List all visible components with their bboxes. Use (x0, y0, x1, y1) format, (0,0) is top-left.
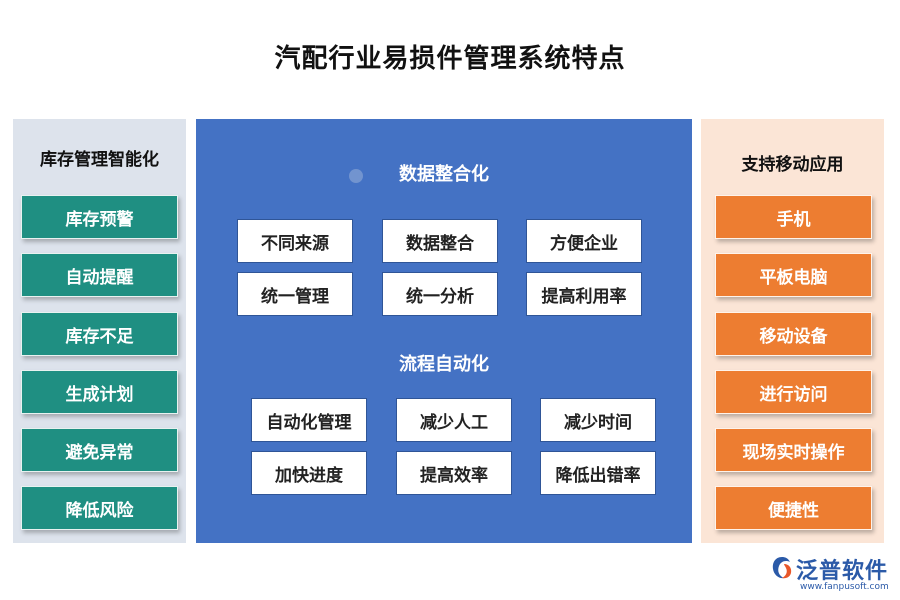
fanpu-logo-icon (772, 557, 792, 579)
right-panel-title: 支持移动应用 (741, 155, 844, 175)
right-item: 进行访问 (715, 370, 872, 414)
left-item: 降低风险 (21, 486, 178, 530)
data-item: 方便企业 (526, 219, 642, 263)
brand-logo: 泛普软件 www.fanpusoft.com (770, 553, 895, 597)
process-item: 减少人工 (396, 398, 512, 442)
data-item: 数据整合 (382, 219, 498, 263)
right-item: 平板电脑 (715, 253, 872, 297)
data-item: 不同来源 (237, 219, 353, 263)
section-title-data: 数据整合化 (399, 164, 489, 185)
left-panel-title: 库存管理智能化 (40, 150, 159, 170)
middle-panel: 数据整合化 不同来源 数据整合 方便企业 统一管理 统一分析 提高利用率 流程自… (196, 119, 692, 543)
process-item: 加快进度 (251, 451, 367, 495)
process-item: 提高效率 (396, 451, 512, 495)
left-item: 库存预警 (21, 195, 178, 239)
right-item: 现场实时操作 (715, 428, 872, 472)
right-item: 移动设备 (715, 312, 872, 356)
left-item: 避免异常 (21, 428, 178, 472)
left-item: 自动提醒 (21, 253, 178, 297)
left-item: 生成计划 (21, 370, 178, 414)
logo-name: 泛普软件 (796, 559, 889, 584)
process-item: 降低出错率 (540, 451, 656, 495)
logo-url: www.fanpusoft.com (800, 582, 889, 592)
process-item: 自动化管理 (251, 398, 367, 442)
right-item: 便捷性 (715, 486, 872, 530)
section-title-process: 流程自动化 (399, 354, 489, 375)
left-item: 库存不足 (21, 312, 178, 356)
process-item: 减少时间 (540, 398, 656, 442)
data-item: 统一管理 (237, 272, 353, 316)
data-item: 统一分析 (382, 272, 498, 316)
right-item: 手机 (715, 195, 872, 239)
watermark-logo-icon (349, 169, 363, 183)
page-title: 汽配行业易损件管理系统特点 (274, 44, 626, 74)
data-item: 提高利用率 (526, 272, 642, 316)
left-panel-inventory: 库存管理智能化 库存预警 自动提醒 库存不足 生成计划 避免异常 降低风险 (13, 119, 186, 543)
right-panel-mobile: 支持移动应用 手机 平板电脑 移动设备 进行访问 现场实时操作 便捷性 (701, 119, 884, 543)
